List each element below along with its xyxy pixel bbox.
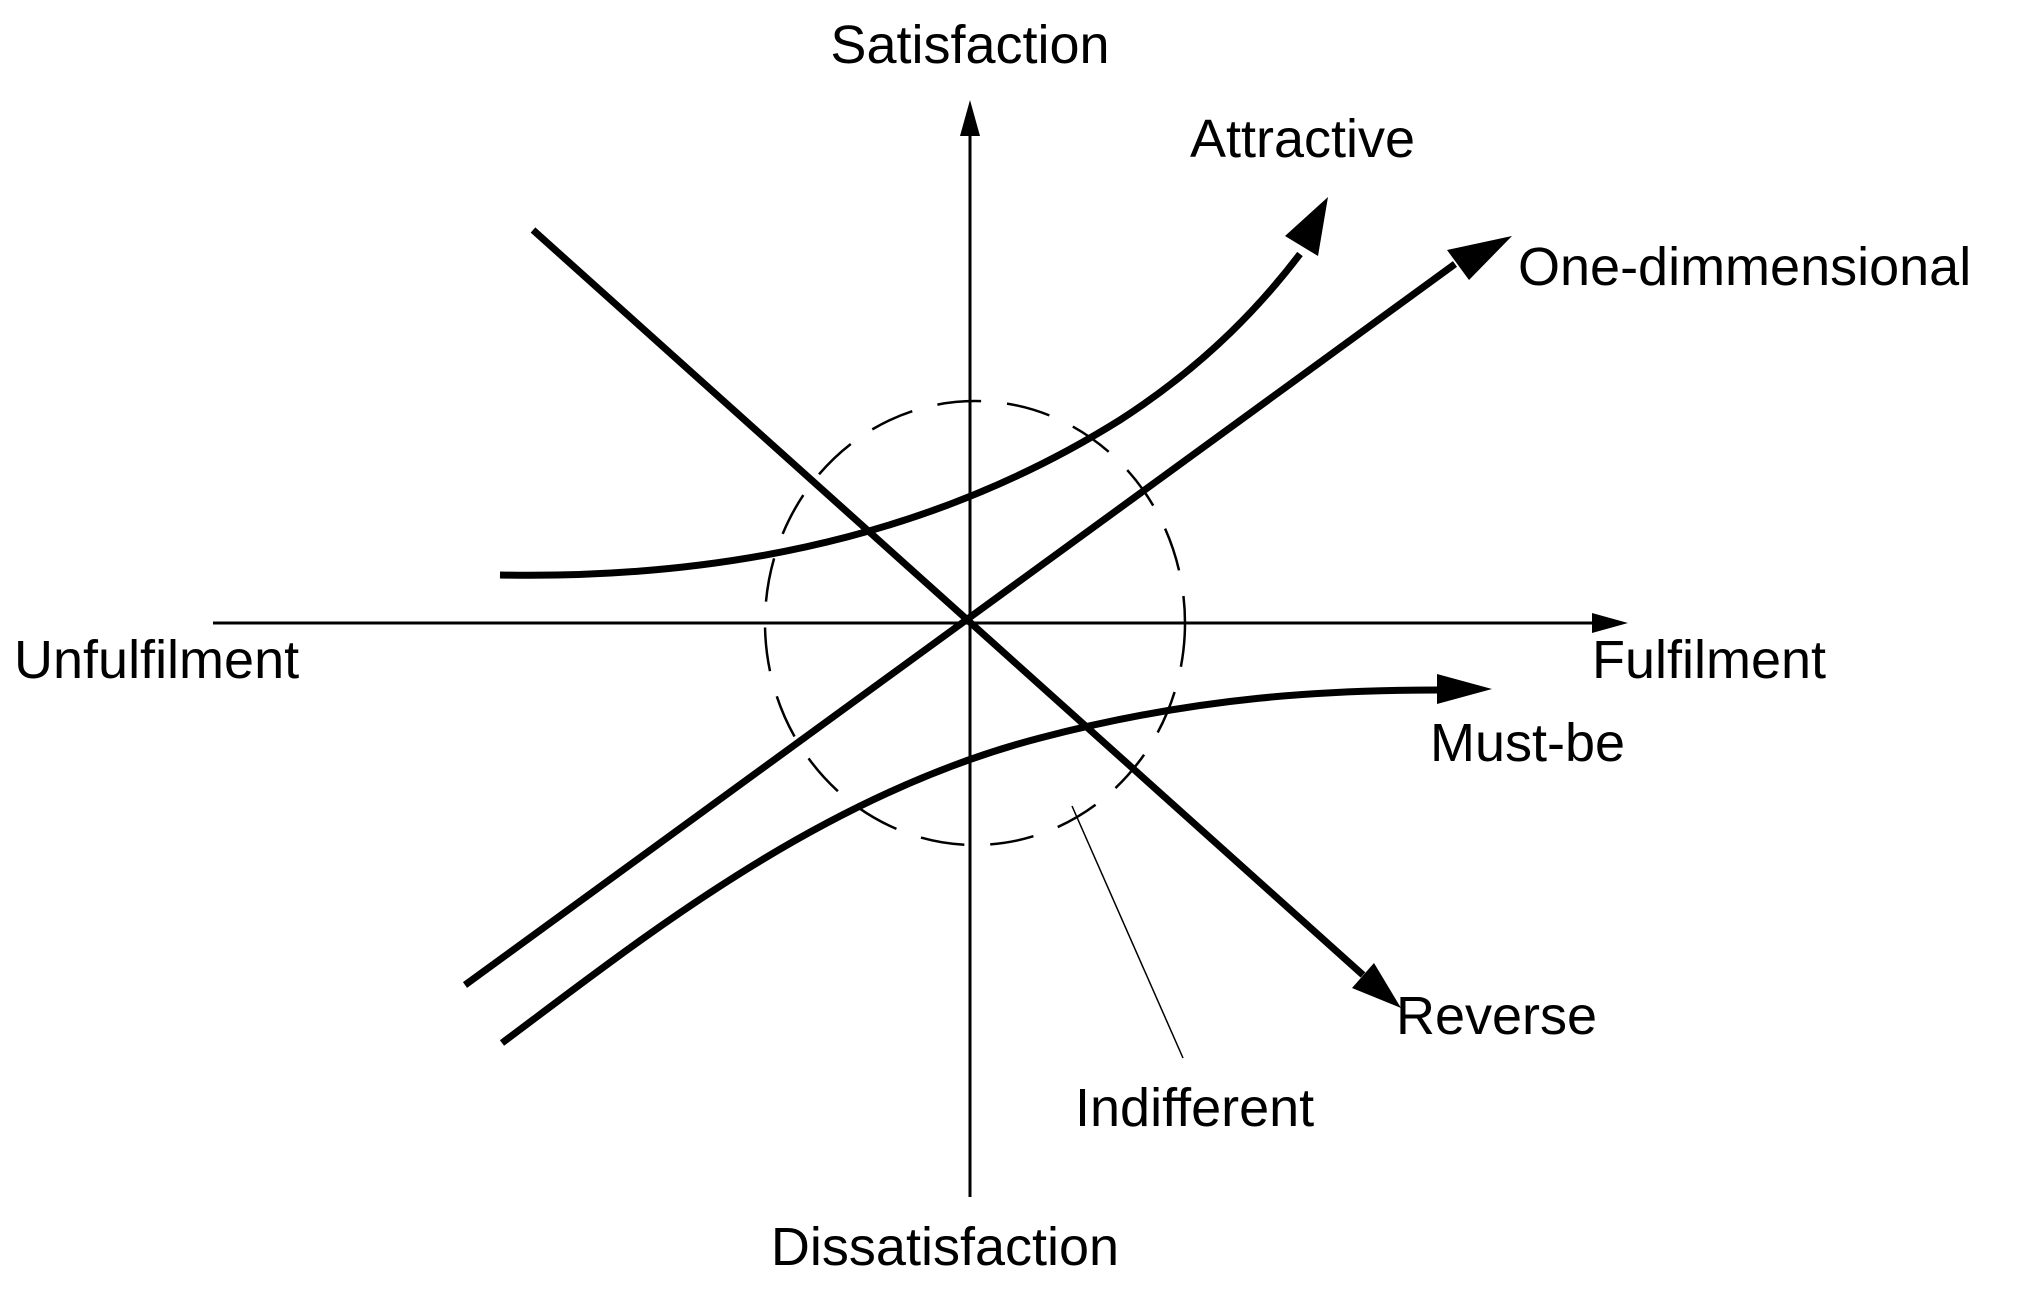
unfulfilment-label: Unfulfilment [14,630,299,690]
one-dimensional-label: One-dimmensional [1518,237,1971,297]
horizontal-axis-arrowhead [1592,613,1628,633]
must-be-curve [499,674,1492,1046]
axes [213,100,1628,1197]
attractive-arrowhead [1285,197,1328,256]
must-be-line [499,686,1441,1046]
dissatisfaction-label: Dissatisfaction [771,1217,1119,1277]
fulfilment-label: Fulfilment [1592,630,1826,690]
must-be-arrowhead [1437,674,1492,704]
one-dimensional-curve [462,236,1512,988]
reverse-arrowhead [1352,963,1401,1008]
reverse-curve [530,227,1401,1008]
one-dimensional-line [462,261,1458,988]
indifferent-leader-line [1071,805,1184,1059]
attractive-line [499,251,1303,579]
indifferent-zone-circle [763,399,1187,847]
labels: Satisfaction Dissatisfaction Unfulfilmen… [14,15,1971,1277]
vertical-axis-arrowhead [960,100,980,136]
reverse-label: Reverse [1396,986,1597,1046]
attractive-curve [499,197,1328,579]
one-dimensional-arrowhead [1447,236,1512,280]
indifferent-zone [763,399,1187,1059]
satisfaction-label: Satisfaction [830,15,1109,75]
reverse-line [530,227,1366,978]
attractive-label: Attractive [1190,109,1415,169]
indifferent-label: Indifferent [1075,1078,1314,1138]
must-be-label: Must-be [1430,713,1625,773]
